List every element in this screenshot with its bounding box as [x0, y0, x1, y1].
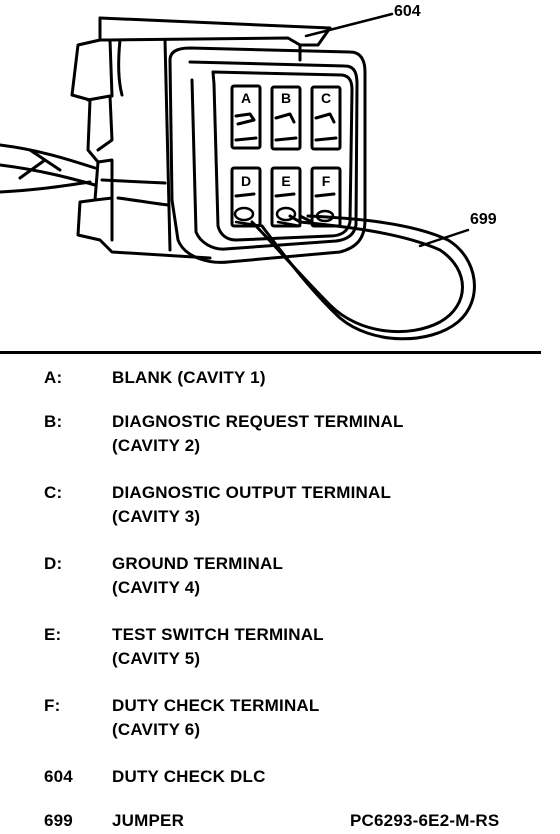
callout-699-leader — [418, 228, 470, 248]
callout-604: 604 — [394, 3, 421, 20]
figure-id: PC6293-6E2-M-RS — [350, 811, 500, 830]
cavity-label-c: C — [321, 90, 331, 106]
legend-description: DIAGNOSTIC REQUEST TERMINAL — [112, 412, 404, 431]
legend-cavity: (CAVITY 5) — [112, 649, 201, 668]
legend-code: 699 — [44, 811, 73, 830]
legend-code: D: — [44, 554, 63, 573]
cavity-label-e: E — [281, 173, 290, 189]
legend-code: F: — [44, 696, 61, 715]
legend-description: DUTY CHECK DLC — [112, 767, 266, 786]
legend-code: 604 — [44, 767, 73, 786]
legend-description: GROUND TERMINAL — [112, 554, 284, 573]
connector-diagram: A B C D E F 604 699 — [0, 3, 497, 341]
cavity-label-a: A — [241, 90, 251, 106]
legend-description: DUTY CHECK TERMINAL — [112, 696, 320, 715]
cavity-a — [230, 84, 262, 150]
connector-rear-body — [70, 16, 332, 260]
legend-code: E: — [44, 625, 62, 644]
legend-cavity: (CAVITY 4) — [112, 578, 201, 597]
divider — [0, 351, 541, 354]
cavity-c — [310, 85, 342, 151]
legend-cavity: (CAVITY 3) — [112, 507, 201, 526]
legend-description: DIAGNOSTIC OUTPUT TERMINAL — [112, 483, 392, 502]
legend-cavity: (CAVITY 6) — [112, 720, 201, 739]
callout-604-leader — [304, 12, 394, 38]
legend-code: A: — [44, 368, 63, 387]
cavity-label-f: F — [322, 173, 331, 189]
legend-description: JUMPER — [112, 811, 185, 830]
cavity-d — [230, 166, 262, 228]
connector-front-face — [168, 46, 367, 264]
legend-code: B: — [44, 412, 63, 431]
cavity-e — [270, 166, 302, 228]
legend-cavity: (CAVITY 2) — [112, 436, 201, 455]
legend-code: C: — [44, 483, 63, 502]
cavity-label-b: B — [281, 90, 291, 106]
legend-description: TEST SWITCH TERMINAL — [112, 625, 324, 644]
cavity-b — [270, 85, 302, 151]
wire-harness — [0, 143, 97, 194]
callout-699: 699 — [470, 211, 497, 228]
cavity-label-d: D — [241, 173, 251, 189]
terminal-pins — [233, 206, 335, 228]
jumper-wire — [250, 214, 476, 341]
legend-description: BLANK (CAVITY 1) — [112, 368, 266, 387]
